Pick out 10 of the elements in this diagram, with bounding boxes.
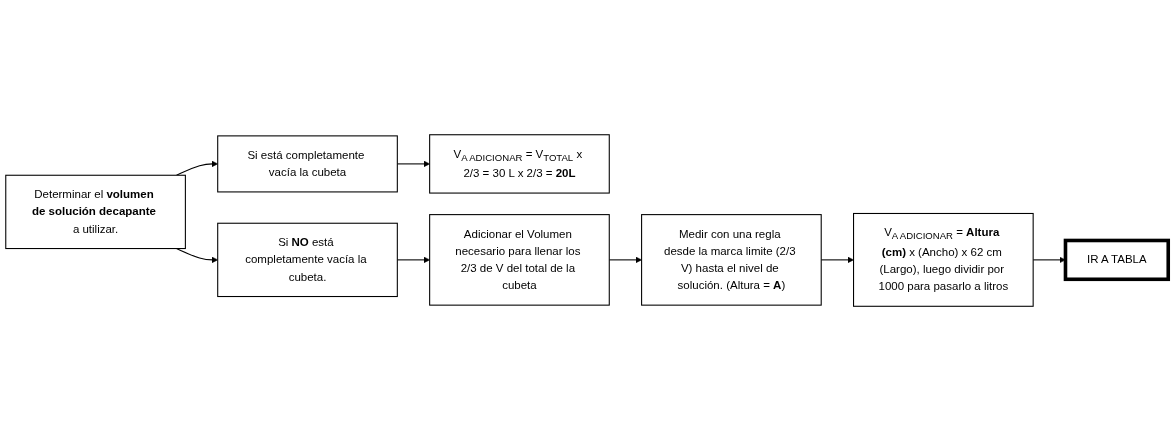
- node-box: Si está completamente vacía la cubeta: [217, 135, 398, 193]
- node-box: Medir con una regla desde la marca limite (2/3 V) hasta el nivel de solución. (Altura = A): [641, 214, 822, 306]
- node-box: IR A TABLA: [1063, 238, 1171, 282]
- arrow: [175, 160, 218, 176]
- node-box: Adicionar el Volumen necesario para llenar los 2/3 de V del total de la cubeta: [429, 214, 610, 306]
- arrow: [175, 248, 218, 264]
- node-box: V$_{A ADICIONAR}$ = V$_{TOTAL}$ x 2/3 = 30 L x 2/3 = 20L: [429, 134, 610, 194]
- node-box: V$_{A ADICIONAR}$ = Altura (cm) x (Ancho) x 62 cm (Largo), luego dividir por 1000 para pasarlo a litros: [853, 212, 1034, 307]
- node-box: Si NO está completamente vacía la cubeta.: [217, 222, 398, 298]
- node-box: Determinar el volumen de solución decapante a utilizar.: [5, 174, 186, 250]
